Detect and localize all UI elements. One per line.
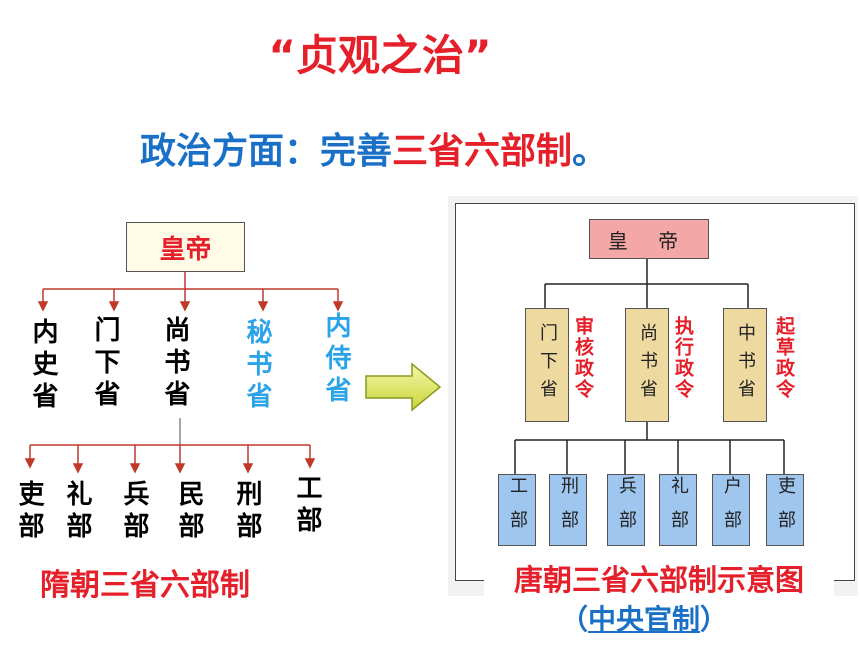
tang-department-label-4: 户部	[721, 476, 742, 544]
tang-province-2: 中书省	[723, 308, 767, 422]
tang-department-0: 工部	[498, 474, 536, 546]
sui-province-1: 门下省	[90, 316, 120, 412]
tang-emperor-box: 皇 帝	[589, 219, 709, 259]
subtitle-highlight: 三省六部制	[392, 131, 573, 172]
central-official-system-label: 中央官制	[588, 603, 701, 636]
tang-province-1: 尚书省	[625, 308, 669, 422]
tang-province-0: 门下省	[525, 308, 569, 422]
sui-department-0: 吏部	[14, 480, 44, 544]
tang-department-1: 刑部	[549, 474, 587, 546]
sui-emperor-box: 皇帝	[126, 222, 245, 272]
sui-province-2: 尚书省	[160, 316, 190, 412]
right-arrow-icon	[365, 362, 442, 412]
tang-province-label-1: 尚书省	[637, 323, 658, 407]
tang-province-label-2: 中书省	[735, 323, 756, 407]
sui-department-4: 刑部	[232, 480, 262, 544]
sui-department-1: 礼部	[62, 480, 92, 544]
tang-department-label-2: 兵部	[616, 476, 637, 544]
sui-province-3: 秘书省	[242, 318, 272, 414]
sui-province-4: 内侍省	[321, 312, 351, 408]
tang-department-2: 兵部	[607, 474, 645, 546]
tang-function-1: 执行政令	[672, 316, 694, 400]
tang-department-5: 吏部	[766, 474, 804, 546]
sui-department-3: 民部	[174, 480, 204, 544]
tang-function-2: 起草政令	[773, 316, 795, 400]
tang-department-label-1: 刑部	[558, 476, 579, 544]
tang-department-3: 礼部	[659, 474, 697, 546]
tang-caption: 唐朝三省六部制示意图	[484, 556, 834, 600]
tang-subcaption: （中央官制）	[560, 603, 729, 636]
tang-department-4: 户部	[712, 474, 750, 546]
tang-department-label-0: 工部	[507, 476, 528, 544]
sui-province-0: 内史省	[28, 318, 58, 414]
tang-connector-lines	[514, 258, 785, 474]
page-title: “贞观之治”	[268, 31, 492, 80]
tang-province-label-0: 门下省	[537, 323, 558, 407]
tang-department-label-3: 礼部	[668, 476, 689, 544]
sui-department-5: 工部	[292, 474, 322, 538]
tang-department-label-5: 吏部	[775, 476, 796, 544]
sui-department-2: 兵部	[119, 480, 149, 544]
sui-connector-lines	[24, 271, 344, 474]
sui-caption: 隋朝三省六部制	[40, 568, 250, 603]
page-subtitle: 政治方面：完善三省六部制。	[140, 122, 608, 174]
subtitle-prefix: 政治方面：完善	[140, 131, 393, 172]
tang-function-0: 审核政令	[572, 316, 594, 400]
subtitle-suffix: 。	[572, 131, 609, 172]
